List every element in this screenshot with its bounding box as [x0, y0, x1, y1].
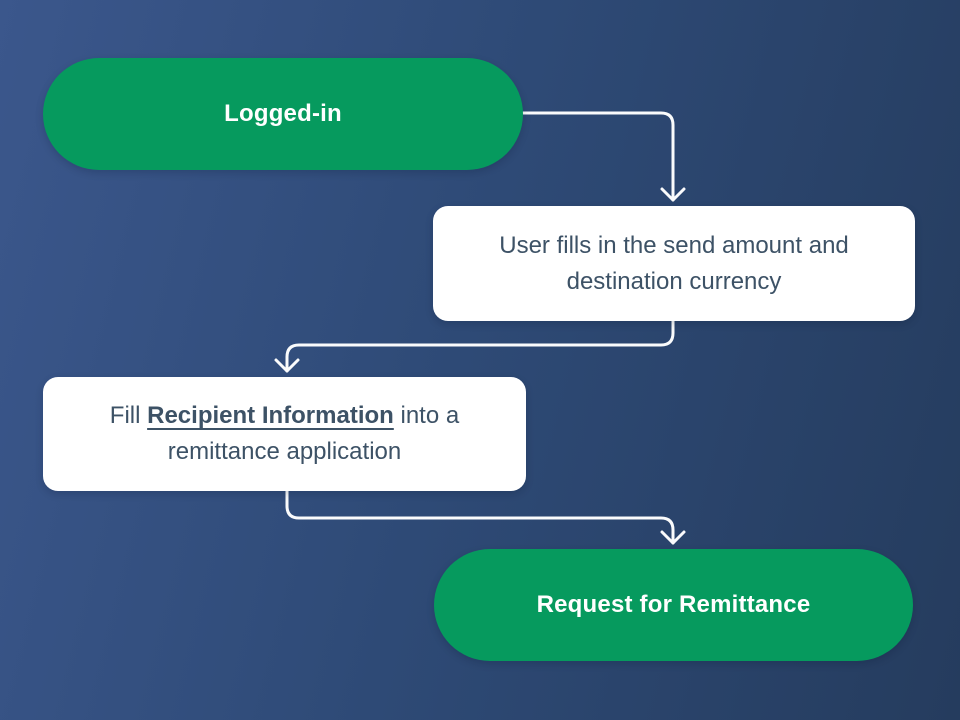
connector-logged-in-to-user-fills	[521, 111, 686, 202]
connector-user-fills-to-recipient	[274, 319, 675, 373]
node-fill-recipient-information: Fill Recipient Information into a remitt…	[43, 377, 526, 491]
recipient-label-highlight: Recipient Information	[147, 402, 394, 429]
node-logged-in: Logged-in	[43, 58, 523, 170]
recipient-label-prefix: Fill	[109, 402, 148, 429]
node-user-fills-send-amount-label: User fills in the send amount and destin…	[499, 231, 849, 295]
node-request-for-remittance-label: Request for Remittance	[536, 591, 811, 618]
connector-recipient-to-request	[285, 489, 686, 545]
node-logged-in-label: Logged-in	[224, 100, 342, 127]
node-user-fills-send-amount: User fills in the send amount and destin…	[433, 206, 915, 321]
recipient-label-suffix: into a remittance application	[167, 402, 460, 465]
node-fill-recipient-information-label: Fill Recipient Information into a remitt…	[73, 398, 497, 470]
node-request-for-remittance: Request for Remittance	[434, 549, 913, 661]
